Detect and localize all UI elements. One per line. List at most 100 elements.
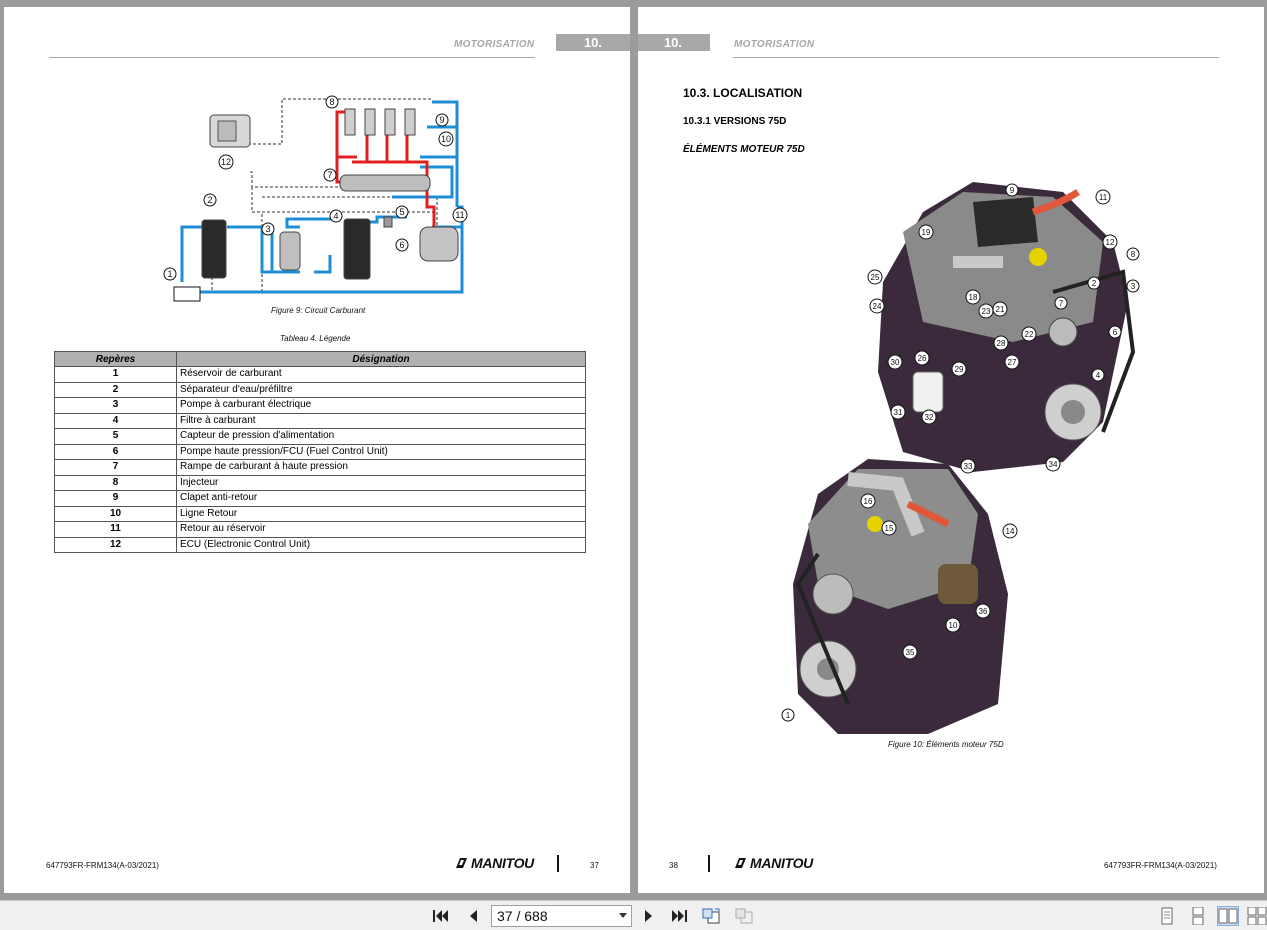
callout-2: 2 xyxy=(203,193,217,207)
two-page-continuous-view-button[interactable] xyxy=(1246,906,1267,926)
callout-4: 4 xyxy=(329,209,343,223)
last-page-icon xyxy=(672,910,687,922)
chevron-down-icon xyxy=(619,913,627,918)
callout-31: 31 xyxy=(890,404,906,420)
callout-4: 4 xyxy=(1091,368,1105,382)
callout-30: 30 xyxy=(887,354,903,370)
callout-35: 35 xyxy=(902,644,918,660)
callout-22: 22 xyxy=(1021,326,1037,342)
callout-7: 7 xyxy=(323,168,337,182)
svg-text:16: 16 xyxy=(864,497,873,506)
engine-view-1-illustration: 9 11 19 12 8 25 2 3 18 21 7 24 23 28 22 … xyxy=(867,182,1140,474)
svg-text:7: 7 xyxy=(1059,299,1064,308)
next-page-button[interactable] xyxy=(638,906,660,926)
svg-text:29: 29 xyxy=(955,365,964,374)
svg-text:15: 15 xyxy=(885,524,894,533)
callout-33: 33 xyxy=(960,458,976,474)
logo-text: MANITOU xyxy=(750,855,813,871)
previous-page-button[interactable] xyxy=(462,906,484,926)
svg-text:4: 4 xyxy=(333,211,338,221)
svg-text:12: 12 xyxy=(1106,238,1115,247)
figure-9-caption: Figure 9: Circuit Carburant xyxy=(271,306,366,315)
manitou-logo-mark-icon xyxy=(735,858,746,868)
page-37: MOTORISATION 10. xyxy=(4,7,630,893)
callout-11: 11 xyxy=(452,207,468,223)
subsubsection-title: ÉLÉMENTS MOTEUR 75D xyxy=(683,144,805,155)
svg-text:27: 27 xyxy=(1008,358,1017,367)
svg-text:1: 1 xyxy=(167,269,172,279)
svg-text:25: 25 xyxy=(871,273,880,282)
page-number-select[interactable]: 37 / 688 xyxy=(491,905,632,927)
svg-text:23: 23 xyxy=(982,307,991,316)
first-page-icon xyxy=(433,910,448,922)
svg-text:11: 11 xyxy=(1099,193,1108,202)
svg-text:35: 35 xyxy=(906,648,915,657)
callout-6: 6 xyxy=(1108,325,1122,339)
callout-34: 34 xyxy=(1045,456,1061,472)
subsection-title: 10.3.1 VERSIONS 75D xyxy=(683,116,787,127)
page-indicator: 37 / 688 xyxy=(497,908,548,924)
footer-reference: 647793FR-FRM134(A-03/2021) xyxy=(1104,861,1217,870)
callout-10: 10 xyxy=(438,131,454,147)
callout-9: 9 xyxy=(435,113,449,127)
callout-24: 24 xyxy=(869,298,885,314)
go-forward-view-icon xyxy=(735,908,753,924)
svg-text:19: 19 xyxy=(922,228,931,237)
svg-text:6: 6 xyxy=(399,240,404,250)
figure-10-caption: Figure 10: Éléments moteur 75D xyxy=(888,740,1004,749)
manitou-logo: MANITOU xyxy=(734,855,813,871)
svg-text:4: 4 xyxy=(1096,371,1101,380)
chapter-number: 10. xyxy=(638,34,710,51)
two-page-view-icon xyxy=(1218,908,1238,924)
svg-text:6: 6 xyxy=(1113,328,1118,337)
callout-19: 19 xyxy=(918,224,934,240)
callout-3: 3 xyxy=(261,222,275,236)
go-forward-view-button[interactable] xyxy=(733,906,755,926)
table-4-caption: Tableau 4. Légende xyxy=(280,334,351,343)
callout-16: 16 xyxy=(860,493,876,509)
callout-5: 5 xyxy=(395,205,409,219)
page-number: 38 xyxy=(669,861,678,870)
svg-text:30: 30 xyxy=(891,358,900,367)
callout-28: 28 xyxy=(993,335,1009,351)
section-title: 10.3. LOCALISATION xyxy=(683,86,803,100)
footer-reference: 647793FR-FRM134(A-03/2021) xyxy=(46,861,159,870)
continuous-view-button[interactable] xyxy=(1187,906,1209,926)
svg-text:22: 22 xyxy=(1025,330,1034,339)
svg-text:31: 31 xyxy=(894,408,903,417)
svg-text:3: 3 xyxy=(1131,282,1136,291)
logo-text: MANITOU xyxy=(471,855,534,871)
col-header-designation: Désignation xyxy=(176,351,586,367)
callout-10: 10 xyxy=(945,617,961,633)
two-page-view-button[interactable] xyxy=(1217,906,1239,926)
svg-text:5: 5 xyxy=(399,207,404,217)
svg-text:14: 14 xyxy=(1006,527,1015,536)
document-viewer[interactable]: MOTORISATION 10. xyxy=(0,0,1267,900)
single-page-view-icon xyxy=(1161,907,1173,925)
fuel-circuit-diagram: 1 2 3 4 5 6 7 8 9 10 11 12 xyxy=(163,95,468,302)
last-page-button[interactable] xyxy=(668,906,690,926)
previous-page-icon xyxy=(470,910,477,922)
footer-separator xyxy=(708,855,710,872)
svg-text:7: 7 xyxy=(327,170,332,180)
header-rule xyxy=(49,57,535,58)
callout-26: 26 xyxy=(914,350,930,366)
svg-text:21: 21 xyxy=(996,305,1005,314)
svg-text:24: 24 xyxy=(873,302,882,311)
go-back-view-button[interactable] xyxy=(700,906,722,926)
callout-1: 1 xyxy=(163,267,177,281)
first-page-button[interactable] xyxy=(430,906,452,926)
svg-text:2: 2 xyxy=(1092,279,1097,288)
single-page-view-button[interactable] xyxy=(1156,906,1178,926)
svg-text:33: 33 xyxy=(964,462,973,471)
callout-2: 2 xyxy=(1087,276,1101,290)
footer-separator xyxy=(557,855,559,872)
